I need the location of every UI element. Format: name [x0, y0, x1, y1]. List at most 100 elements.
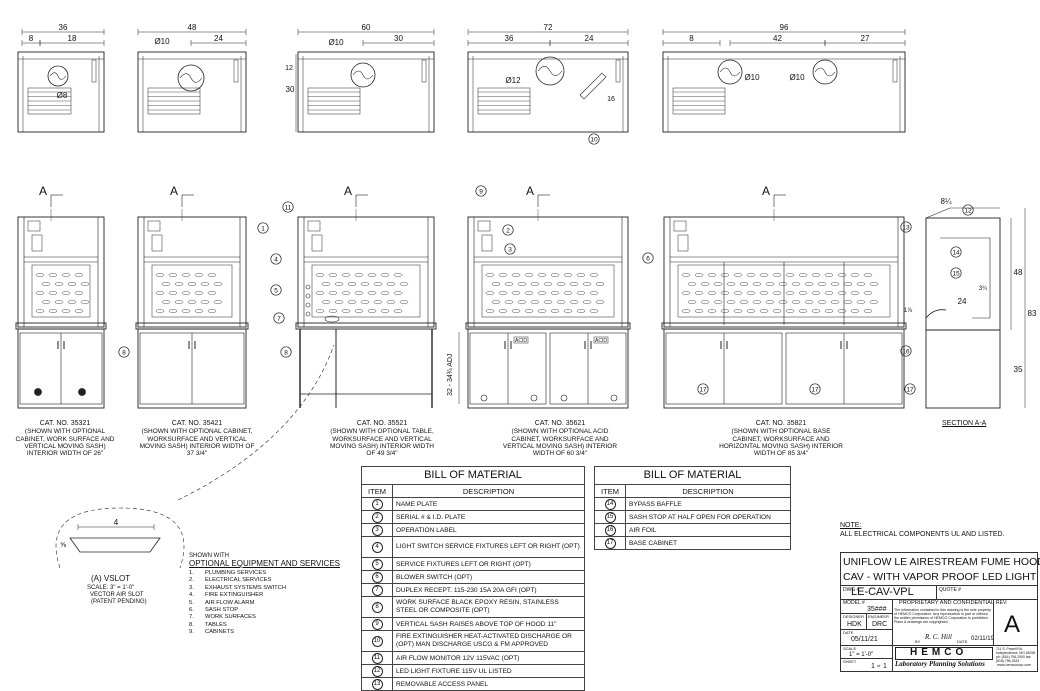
- baffle-slot: [700, 282, 710, 286]
- callout-number: 17: [906, 386, 914, 393]
- bom-item-description: SASH STOP AT HALF OPEN FOR OPERATION: [625, 510, 791, 524]
- baffle-slot: [367, 291, 377, 295]
- optional-item-number: 8.: [189, 621, 194, 628]
- baffle-slot: [194, 309, 204, 313]
- baffle-panel: [151, 264, 233, 318]
- callout-bubble: [950, 267, 962, 279]
- baffle-slot: [386, 300, 396, 304]
- baffle-slot: [746, 273, 756, 277]
- name-plate: [147, 220, 161, 232]
- baffle-slot: [504, 300, 514, 304]
- baffle-slot: [791, 300, 801, 304]
- baffle-slot: [48, 291, 58, 295]
- baffle-slot: [589, 273, 599, 277]
- vslot-desc: VECTOR AIR SLOT: [90, 592, 144, 598]
- baffle-slot: [785, 309, 795, 313]
- hole-diameter-label: Ø10: [744, 73, 760, 82]
- bom-item-description: AIR FOIL: [625, 523, 791, 537]
- baffle-slot: [200, 300, 210, 304]
- exhaust-collar: [717, 59, 743, 85]
- baffle-slot: [681, 273, 691, 277]
- hood-cat-number: CAT. NO. 35321: [39, 420, 91, 427]
- callout-bubble: [270, 253, 282, 265]
- section-marker: A: [170, 184, 178, 198]
- item-callout: 10: [371, 635, 383, 647]
- dwg-label: DWG #: [843, 587, 860, 593]
- vent-hole: [34, 388, 42, 396]
- baffle-slot: [517, 282, 527, 286]
- baffle-slot: [393, 273, 403, 277]
- side-panel: [892, 59, 898, 83]
- top-view-outline: [297, 51, 435, 133]
- dimension-label: 24: [214, 34, 223, 43]
- baffle-slot: [726, 282, 736, 286]
- baffle-slot: [550, 273, 560, 277]
- item-callout: 5: [371, 558, 383, 570]
- model-value: 35###: [867, 606, 887, 613]
- company-web: www.hemcocorp.com: [997, 663, 1032, 667]
- hood-note: (SHOWN WITH OPTIONAL ACID CABINET, WORKS…: [502, 428, 618, 458]
- baffle-slot: [511, 309, 521, 313]
- name-plate: [673, 220, 687, 232]
- cup-sink: [324, 315, 340, 323]
- scale-label: SCALE: [843, 646, 857, 651]
- baffle-slot: [733, 291, 743, 295]
- callout-number: 3: [508, 246, 512, 253]
- top-view-outline: [17, 51, 105, 133]
- optional-item-label: SASH STOP: [205, 607, 239, 614]
- item-callout: 1: [371, 498, 383, 510]
- item-callout: 13: [371, 678, 383, 690]
- item-callout: 12: [371, 665, 383, 677]
- bom-col-item: ITEM: [594, 484, 626, 498]
- callout-number: 7: [277, 315, 281, 322]
- designer-value: HDK: [847, 621, 862, 628]
- item-callout: 6: [371, 571, 383, 583]
- vent-hole: [530, 394, 538, 402]
- exhaust-collar: [350, 62, 376, 88]
- callout-number: 4: [274, 256, 278, 263]
- baffle-slot: [817, 282, 827, 286]
- optional-item: 3.EXHAUST SYSTEMS SWITCH: [189, 585, 349, 592]
- callout-bubble: [900, 345, 912, 357]
- baffle-slot: [511, 273, 521, 277]
- baffle-slot: [837, 273, 847, 277]
- dimension-label: 48: [1014, 268, 1023, 277]
- baffle-slot: [328, 273, 338, 277]
- baffle-slot: [504, 282, 514, 286]
- bypass-baffle: [940, 237, 991, 319]
- item-callout: 9: [371, 618, 383, 630]
- bom-item-number: 3: [361, 523, 393, 537]
- baffle-slot: [550, 309, 560, 313]
- date2-label: DATE: [957, 639, 968, 644]
- baffle-slot: [720, 309, 730, 313]
- hood-cat-number: CAT. NO. 35621: [534, 420, 586, 427]
- rev-value: A: [1004, 611, 1021, 638]
- dimension-label: 24: [958, 297, 967, 306]
- baffle-slot: [576, 273, 586, 277]
- section-label: SECTION A-A: [942, 420, 987, 427]
- baffle-slot: [61, 291, 71, 295]
- operation-label: [31, 234, 43, 252]
- hole-diameter-label: Ø8: [57, 91, 68, 100]
- baffle-slot: [746, 309, 756, 313]
- bom-item-number: 4: [361, 536, 393, 558]
- baffle-slot: [765, 300, 775, 304]
- baffle-slot: [537, 291, 547, 295]
- section-marker: A: [344, 184, 352, 198]
- bom-col-desc: DESCRIPTION: [392, 484, 585, 498]
- callout-number: 15: [952, 270, 960, 277]
- work-surface: [295, 322, 437, 330]
- bom-item-number: 13: [361, 677, 393, 691]
- baffle-slot: [752, 300, 762, 304]
- side-panel: [421, 59, 427, 83]
- baffle-slot: [393, 309, 403, 313]
- baffle-slot: [707, 291, 717, 295]
- acid-label-box: [593, 336, 609, 344]
- work-surface: [465, 322, 631, 330]
- fire-extinguisher-shape: [579, 72, 607, 100]
- operation-label: [481, 234, 493, 252]
